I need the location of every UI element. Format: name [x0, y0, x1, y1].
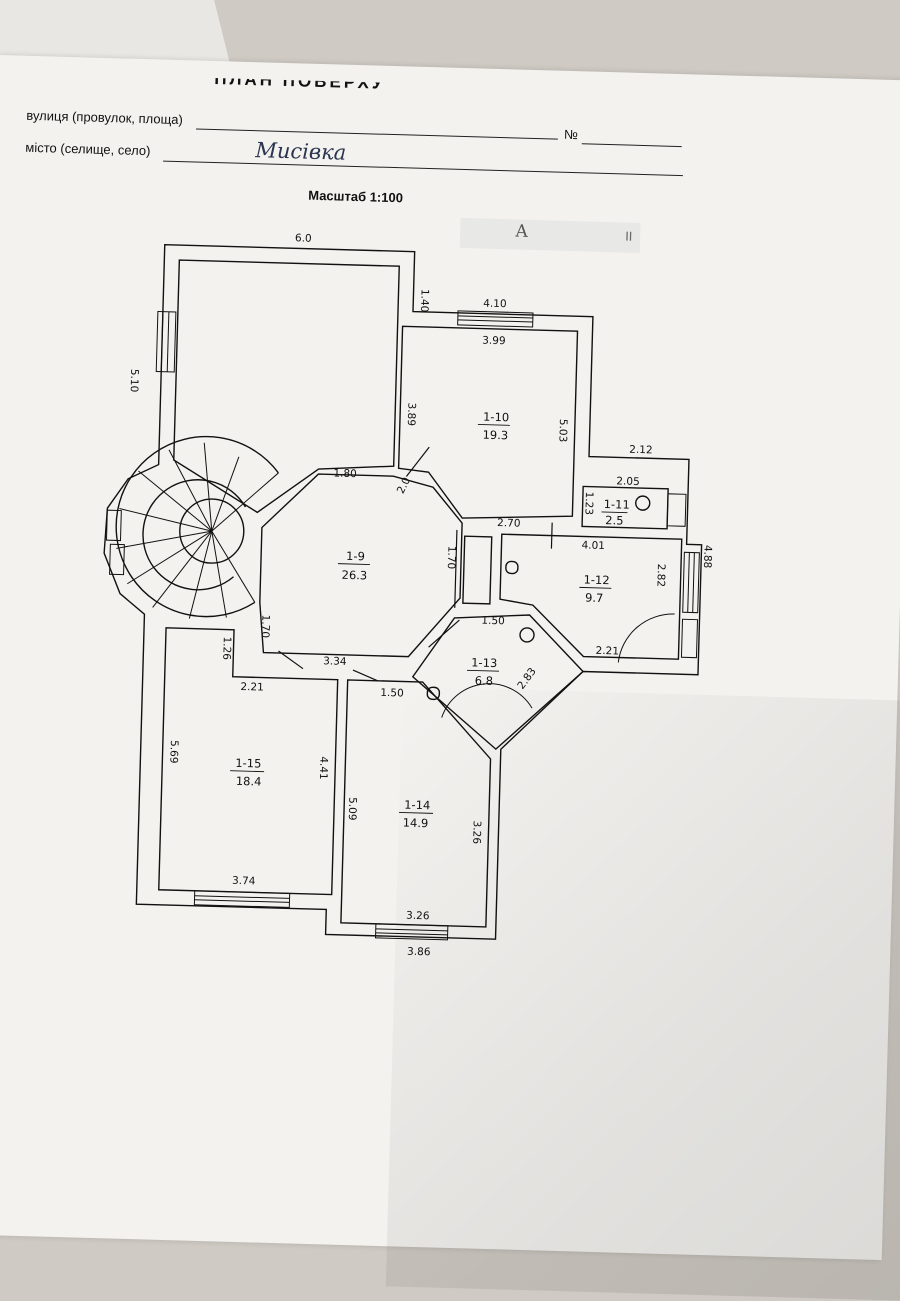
- dim-right-112: 2.82: [654, 563, 667, 587]
- stair-core: [179, 498, 245, 564]
- wall-room-1-14: [340, 679, 492, 928]
- wall-room-1-10: [397, 325, 579, 519]
- floor-plan-sheet: ПЛАН ПОВЕРХУ вулиця (провулок, площа) № …: [0, 55, 900, 1301]
- stair-inner: [142, 479, 247, 591]
- room-area-1-11: 2.5: [605, 513, 624, 528]
- wall-upper-left-room: [173, 259, 400, 514]
- dim-diag-113: 2.83: [515, 666, 539, 692]
- dim-top-115: 2.21: [240, 681, 264, 694]
- room-id-1-9: 1-9: [346, 549, 365, 564]
- dim-top-outer: 6.0: [295, 232, 312, 244]
- fixture-1-12: [505, 560, 519, 575]
- room-area-1-15: 18.4: [236, 774, 262, 789]
- dim-bottom-114-inner: 3.26: [406, 910, 430, 923]
- door-marks: [278, 446, 553, 682]
- dim-side-111: 1.23: [582, 491, 595, 515]
- dim-bottom-114-outer: 3.86: [407, 946, 431, 959]
- fixture-1-13: [426, 686, 441, 701]
- room-id-1-15: 1-15: [235, 756, 261, 771]
- dim-top-110-inner: 3.99: [482, 335, 506, 348]
- wall-room-1-13: [411, 614, 585, 751]
- dim-top-111: 2.05: [616, 475, 640, 488]
- wall-room-1-15: [158, 627, 339, 896]
- dim-top-112-outer: 2.70: [497, 517, 521, 530]
- dim-left-110: 3.89: [405, 402, 418, 426]
- dim-right-114: 3.26: [470, 820, 483, 844]
- dim-step-right: 2.12: [629, 444, 653, 457]
- wall-room-1-9: [259, 473, 463, 658]
- room-area-1-14: 14.9: [403, 816, 429, 831]
- room-area-1-13: 6.8: [475, 674, 494, 689]
- windows: [105, 310, 700, 941]
- toilet-1-11: [635, 495, 651, 511]
- wall-corridor: [462, 535, 493, 605]
- wall-room-1-12: [499, 533, 683, 660]
- dim-top-110-outer: 4.10: [483, 298, 507, 311]
- dim-hall-bottom: 3.34: [323, 655, 347, 668]
- dim-top-113: 1.50: [481, 615, 505, 628]
- outer-wall: [103, 243, 703, 940]
- wall-room-1-11: [581, 485, 669, 530]
- dim-hall-top: 1.80: [333, 467, 357, 480]
- room-area-1-12: 9.7: [585, 591, 604, 606]
- room-area-1-9: 26.3: [341, 568, 367, 583]
- dim-left-upper: 5.10: [128, 369, 141, 393]
- dim-hall-left: 1.70: [259, 614, 272, 638]
- dim-bottom-115: 3.74: [232, 875, 256, 888]
- door-swing-1-12: [617, 613, 675, 663]
- toilet-1-13: [519, 627, 535, 643]
- dim-left-115: 5.69: [167, 740, 180, 764]
- dim-left-114: 5.09: [346, 797, 359, 821]
- dim-right-outer: 4.88: [701, 545, 714, 569]
- dim-step-upper: 1.40: [418, 289, 431, 313]
- room-id-1-14: 1-14: [404, 798, 430, 813]
- door-swing-1-13: [441, 683, 533, 718]
- room-id-1-12: 1-12: [583, 573, 609, 588]
- room-id-1-11: 1-11: [604, 497, 630, 512]
- room-id-1-13: 1-13: [471, 655, 497, 670]
- dim-top-114: 1.50: [380, 687, 404, 700]
- room-area-1-10: 19.3: [482, 428, 508, 443]
- dim-top-112-inner: 4.01: [581, 539, 605, 552]
- dim-right-115: 4.41: [317, 756, 330, 780]
- dim-bottom-112: 2.21: [595, 645, 619, 658]
- dim-hall-side: 1.70: [445, 546, 458, 570]
- dim-hall-diag: 2.0: [395, 475, 413, 495]
- dim-left-step: 1.26: [220, 636, 233, 660]
- floor-plan-drawing: 6.0 5.10 1.40 4.10 3.99 3.89 5.03 2.12 2…: [103, 232, 714, 959]
- room-id-1-10: 1-10: [483, 410, 509, 425]
- dim-right-110: 5.03: [556, 419, 569, 443]
